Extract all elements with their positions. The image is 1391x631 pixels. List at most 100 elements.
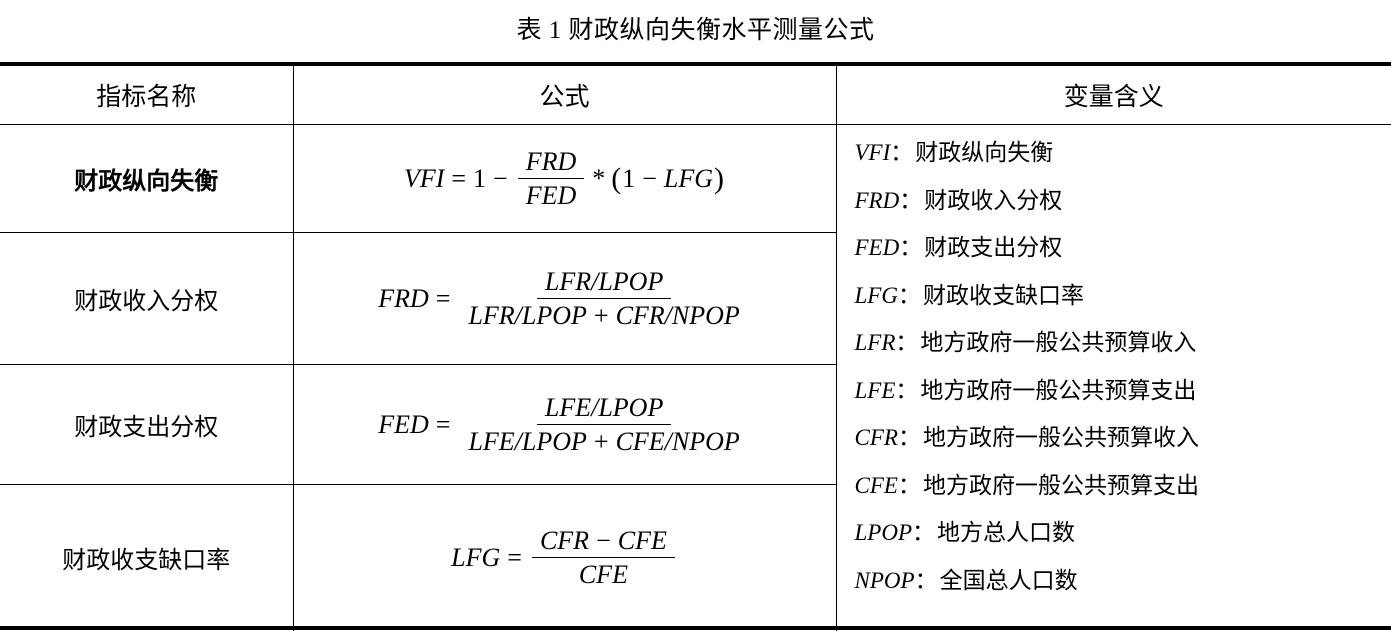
fraction-frd: LFR/LPOP LFR/LPOP+CFR/NPOP (460, 267, 747, 330)
header-variable-meaning: 变量含义 (836, 66, 1391, 125)
row-formula-lfg: LFG = CFR−CFE CFE (293, 485, 836, 631)
table-caption: 表 1 财政纵向失衡水平测量公式 (0, 0, 1391, 62)
literal-one-2: 1 (622, 164, 635, 193)
symbol-vfi: VFI (855, 140, 891, 165)
colon: ： (895, 378, 920, 403)
list-item: LFE：地方政府一般公共预算支出 (855, 367, 1391, 415)
plus-sign: + (587, 301, 616, 330)
fraction-denominator: LFE/LPOP+CFE/NPOP (460, 425, 747, 456)
fraction-numerator: CFR−CFE (532, 526, 675, 558)
fraction-denominator: FED (518, 179, 585, 210)
open-paren: ( (610, 162, 622, 196)
row-label-frd: 财政收入分权 (0, 233, 293, 365)
header-row: 指标名称 公式 变量含义 (0, 66, 1391, 125)
list-item: FED：财政支出分权 (855, 224, 1391, 272)
fraction-frd-fed: FRD FED (518, 147, 585, 210)
variable-definition-list: VFI：财政纵向失衡 FRD：财政收入分权 FED：财政支出分权 LFG：财政收… (855, 129, 1391, 604)
fraction-lfg: CFR−CFE CFE (532, 526, 675, 589)
minus-sign: − (589, 526, 618, 555)
denominator-left-term: LFE/LPOP (468, 427, 586, 456)
denominator-right-term: CFE/NPOP (616, 427, 740, 456)
colon: ： (912, 520, 937, 545)
colon: ： (915, 568, 940, 593)
formula-lhs: VFI (404, 164, 444, 193)
asterisk-sign: * (587, 164, 610, 193)
minus-sign-2: − (635, 164, 664, 193)
symbol-lpop: LPOP (855, 520, 913, 545)
fraction-numerator: LFE/LPOP (537, 393, 671, 425)
plus-sign: + (587, 427, 616, 456)
list-item: CFR：地方政府一般公共预算收入 (855, 414, 1391, 462)
row-formula-frd: FRD = LFR/LPOP LFR/LPOP+CFR/NPOP (293, 233, 836, 365)
definition-text: 财政支出分权 (924, 235, 1062, 260)
definition-text: 地方政府一般公共预算支出 (920, 378, 1196, 403)
colon: ： (898, 473, 923, 498)
colon: ： (898, 283, 923, 308)
symbol-lfr: LFR (855, 330, 896, 355)
fraction-numerator: FRD (518, 147, 585, 179)
list-item: CFE：地方政府一般公共预算支出 (855, 462, 1391, 510)
symbol-lfe: LFE (855, 378, 896, 403)
equals-sign: = (444, 164, 473, 193)
fraction-denominator: LFR/LPOP+CFR/NPOP (460, 299, 747, 330)
symbol-npop: NPOP (855, 568, 915, 593)
definition-text: 地方政府一般公共预算收入 (920, 330, 1196, 355)
table-header: 指标名称 公式 变量含义 (0, 66, 1391, 125)
formula-fed: FED = LFE/LPOP LFE/LPOP+CFE/NPOP (378, 393, 751, 456)
list-item: VFI：财政纵向失衡 (855, 129, 1391, 177)
row-formula-fed: FED = LFE/LPOP LFE/LPOP+CFE/NPOP (293, 365, 836, 485)
formula-lhs: FED (378, 410, 429, 439)
definition-text: 地方政府一般公共预算支出 (923, 473, 1199, 498)
row-label-fed: 财政支出分权 (0, 365, 293, 485)
definition-text: 地方总人口数 (937, 520, 1075, 545)
colon: ： (899, 188, 924, 213)
equals-sign: = (429, 284, 458, 313)
fraction-numerator: LFR/LPOP (537, 267, 671, 299)
list-item: NPOP：全国总人口数 (855, 557, 1391, 605)
formula-table-wrapper: 指标名称 公式 变量含义 财政纵向失衡 VFI = 1 − (0, 62, 1391, 630)
literal-one: 1 (473, 164, 486, 193)
list-item: LFG：财政收支缺口率 (855, 272, 1391, 320)
list-item: LFR：地方政府一般公共预算收入 (855, 319, 1391, 367)
definition-text: 财政纵向失衡 (915, 140, 1053, 165)
symbol-cfr: CFR (855, 425, 898, 450)
colon: ： (890, 140, 915, 165)
colon: ： (895, 330, 920, 355)
colon: ： (898, 425, 923, 450)
list-item: LPOP：地方总人口数 (855, 509, 1391, 557)
formula-lhs: LFG (451, 543, 500, 572)
formula-frd: FRD = LFR/LPOP LFR/LPOP+CFR/NPOP (378, 267, 751, 330)
formula-lhs: FRD (378, 284, 429, 313)
close-paren: ) (713, 162, 725, 196)
table-body: 财政纵向失衡 VFI = 1 − FRD FED * ( (0, 125, 1391, 631)
definition-text: 财政收支缺口率 (923, 283, 1084, 308)
symbol-frd: FRD (855, 188, 900, 213)
header-indicator-name: 指标名称 (0, 66, 293, 125)
definition-text: 地方政府一般公共预算收入 (923, 425, 1199, 450)
fraction-fed: LFE/LPOP LFE/LPOP+CFE/NPOP (460, 393, 747, 456)
colon: ： (899, 235, 924, 260)
formula-table: 指标名称 公式 变量含义 财政纵向失衡 VFI = 1 − (0, 66, 1391, 631)
header-formula: 公式 (293, 66, 836, 125)
row-label-lfg: 财政收支缺口率 (0, 485, 293, 631)
equals-sign: = (500, 543, 529, 572)
equals-sign: = (429, 410, 458, 439)
denominator-right-term: CFR/NPOP (616, 301, 740, 330)
formula-vfi: VFI = 1 − FRD FED * ( 1 − (404, 147, 725, 210)
symbol-cfe: CFE (855, 473, 898, 498)
variable-meaning-cell: VFI：财政纵向失衡 FRD：财政收入分权 FED：财政支出分权 LFG：财政收… (836, 125, 1391, 631)
symbol-fed: FED (855, 235, 900, 260)
row-formula-vfi: VFI = 1 − FRD FED * ( 1 − (293, 125, 836, 233)
list-item: FRD：财政收入分权 (855, 177, 1391, 225)
row-label-vfi: 财政纵向失衡 (0, 125, 293, 233)
definition-text: 全国总人口数 (940, 568, 1078, 593)
minus-sign: − (486, 164, 515, 193)
symbol-lfg: LFG (855, 283, 898, 308)
numerator-right-term: CFE (618, 526, 667, 555)
definition-text: 财政收入分权 (924, 188, 1062, 213)
term-lfg: LFG (664, 164, 713, 193)
numerator-left-term: CFR (540, 526, 589, 555)
fraction-denominator: CFE (571, 558, 636, 589)
formula-lfg: LFG = CFR−CFE CFE (451, 526, 678, 589)
